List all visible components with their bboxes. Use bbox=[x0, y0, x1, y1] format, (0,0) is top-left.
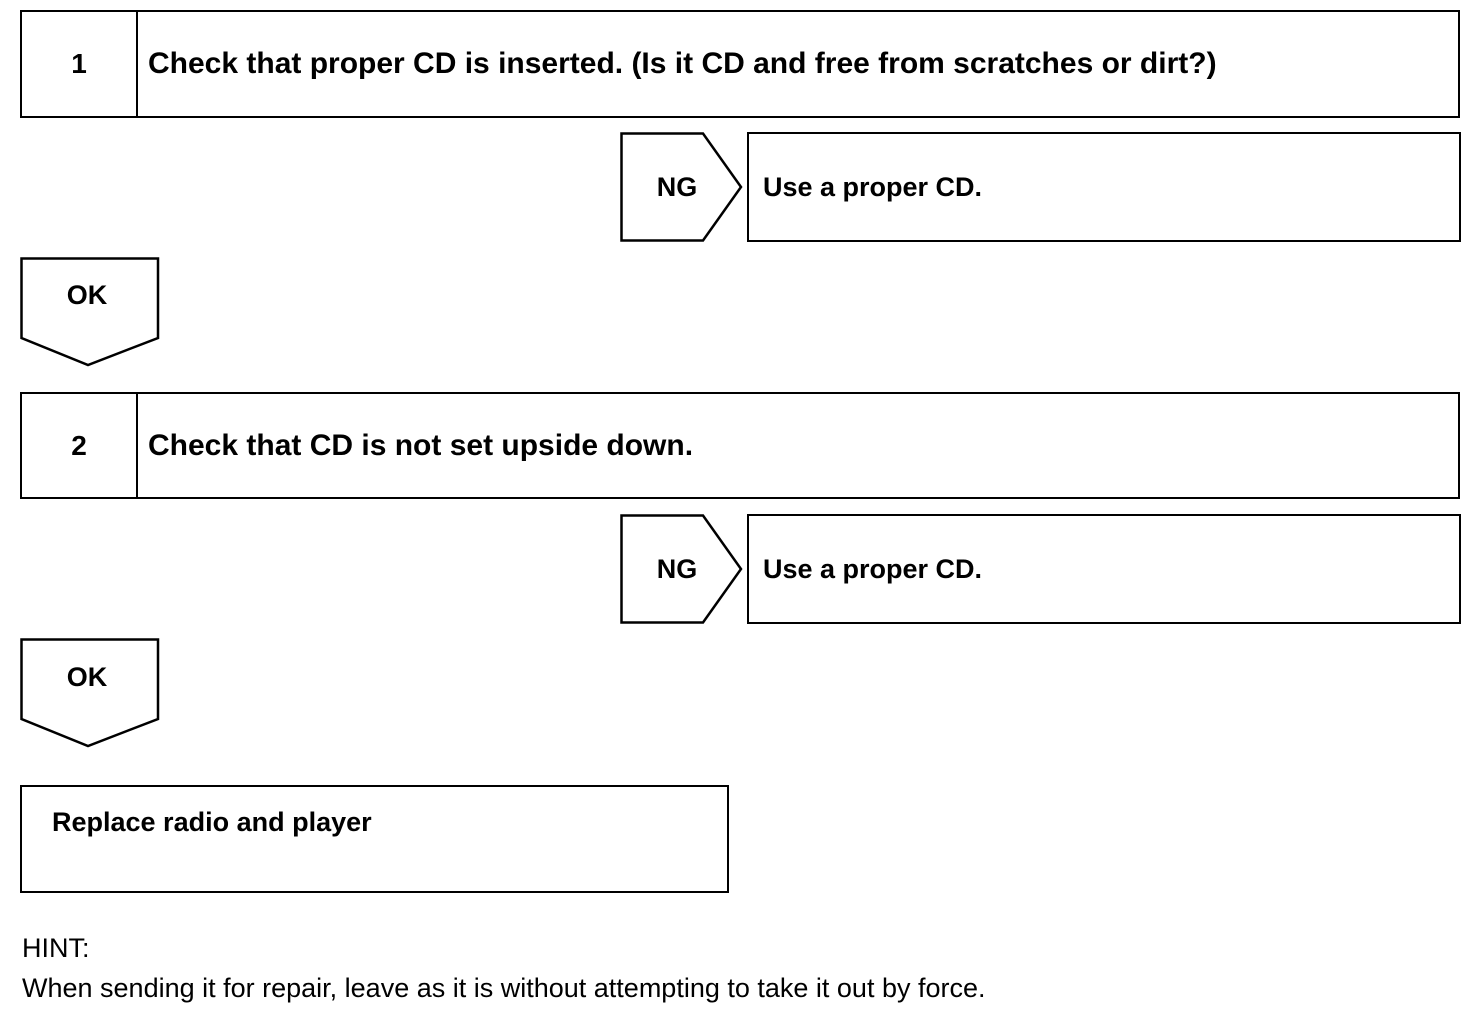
ng-2-action-box: Use a proper CD. bbox=[747, 514, 1461, 624]
ng-1-label: NG bbox=[656, 171, 698, 202]
ng-1-action-box: Use a proper CD. bbox=[747, 132, 1461, 242]
ng-2-action-text: Use a proper CD. bbox=[763, 553, 983, 584]
ok-1-label: OK bbox=[66, 280, 108, 310]
ng-2-label: NG bbox=[656, 553, 698, 584]
step-2-box: 2 Check that CD is not set upside down. bbox=[20, 392, 1460, 499]
step-2-text: Check that CD is not set upside down. bbox=[148, 428, 694, 462]
hint-text: When sending it for repair, leave as it … bbox=[22, 973, 986, 1003]
hint-title: HINT: bbox=[22, 933, 90, 963]
ok-2-arrow-shape bbox=[20, 638, 160, 748]
step-2-number: 2 bbox=[22, 394, 138, 497]
final-action-box: Replace radio and player bbox=[20, 785, 729, 893]
final-action-text: Replace radio and player bbox=[52, 807, 372, 837]
step-1-box: 1 Check that proper CD is inserted. (Is … bbox=[20, 10, 1460, 118]
ok-2-label: OK bbox=[66, 662, 108, 692]
hint-section: HINT: When sending it for repair, leave … bbox=[22, 928, 986, 1008]
ng-1-action-text: Use a proper CD. bbox=[763, 171, 983, 202]
ok-1-arrow-shape bbox=[20, 257, 160, 367]
ng-2-arrow-shape bbox=[620, 514, 743, 624]
step-1-number: 1 bbox=[22, 12, 138, 116]
step-1-text: Check that proper CD is inserted. (Is it… bbox=[148, 47, 1217, 80]
ng-1-arrow-shape bbox=[620, 132, 743, 242]
